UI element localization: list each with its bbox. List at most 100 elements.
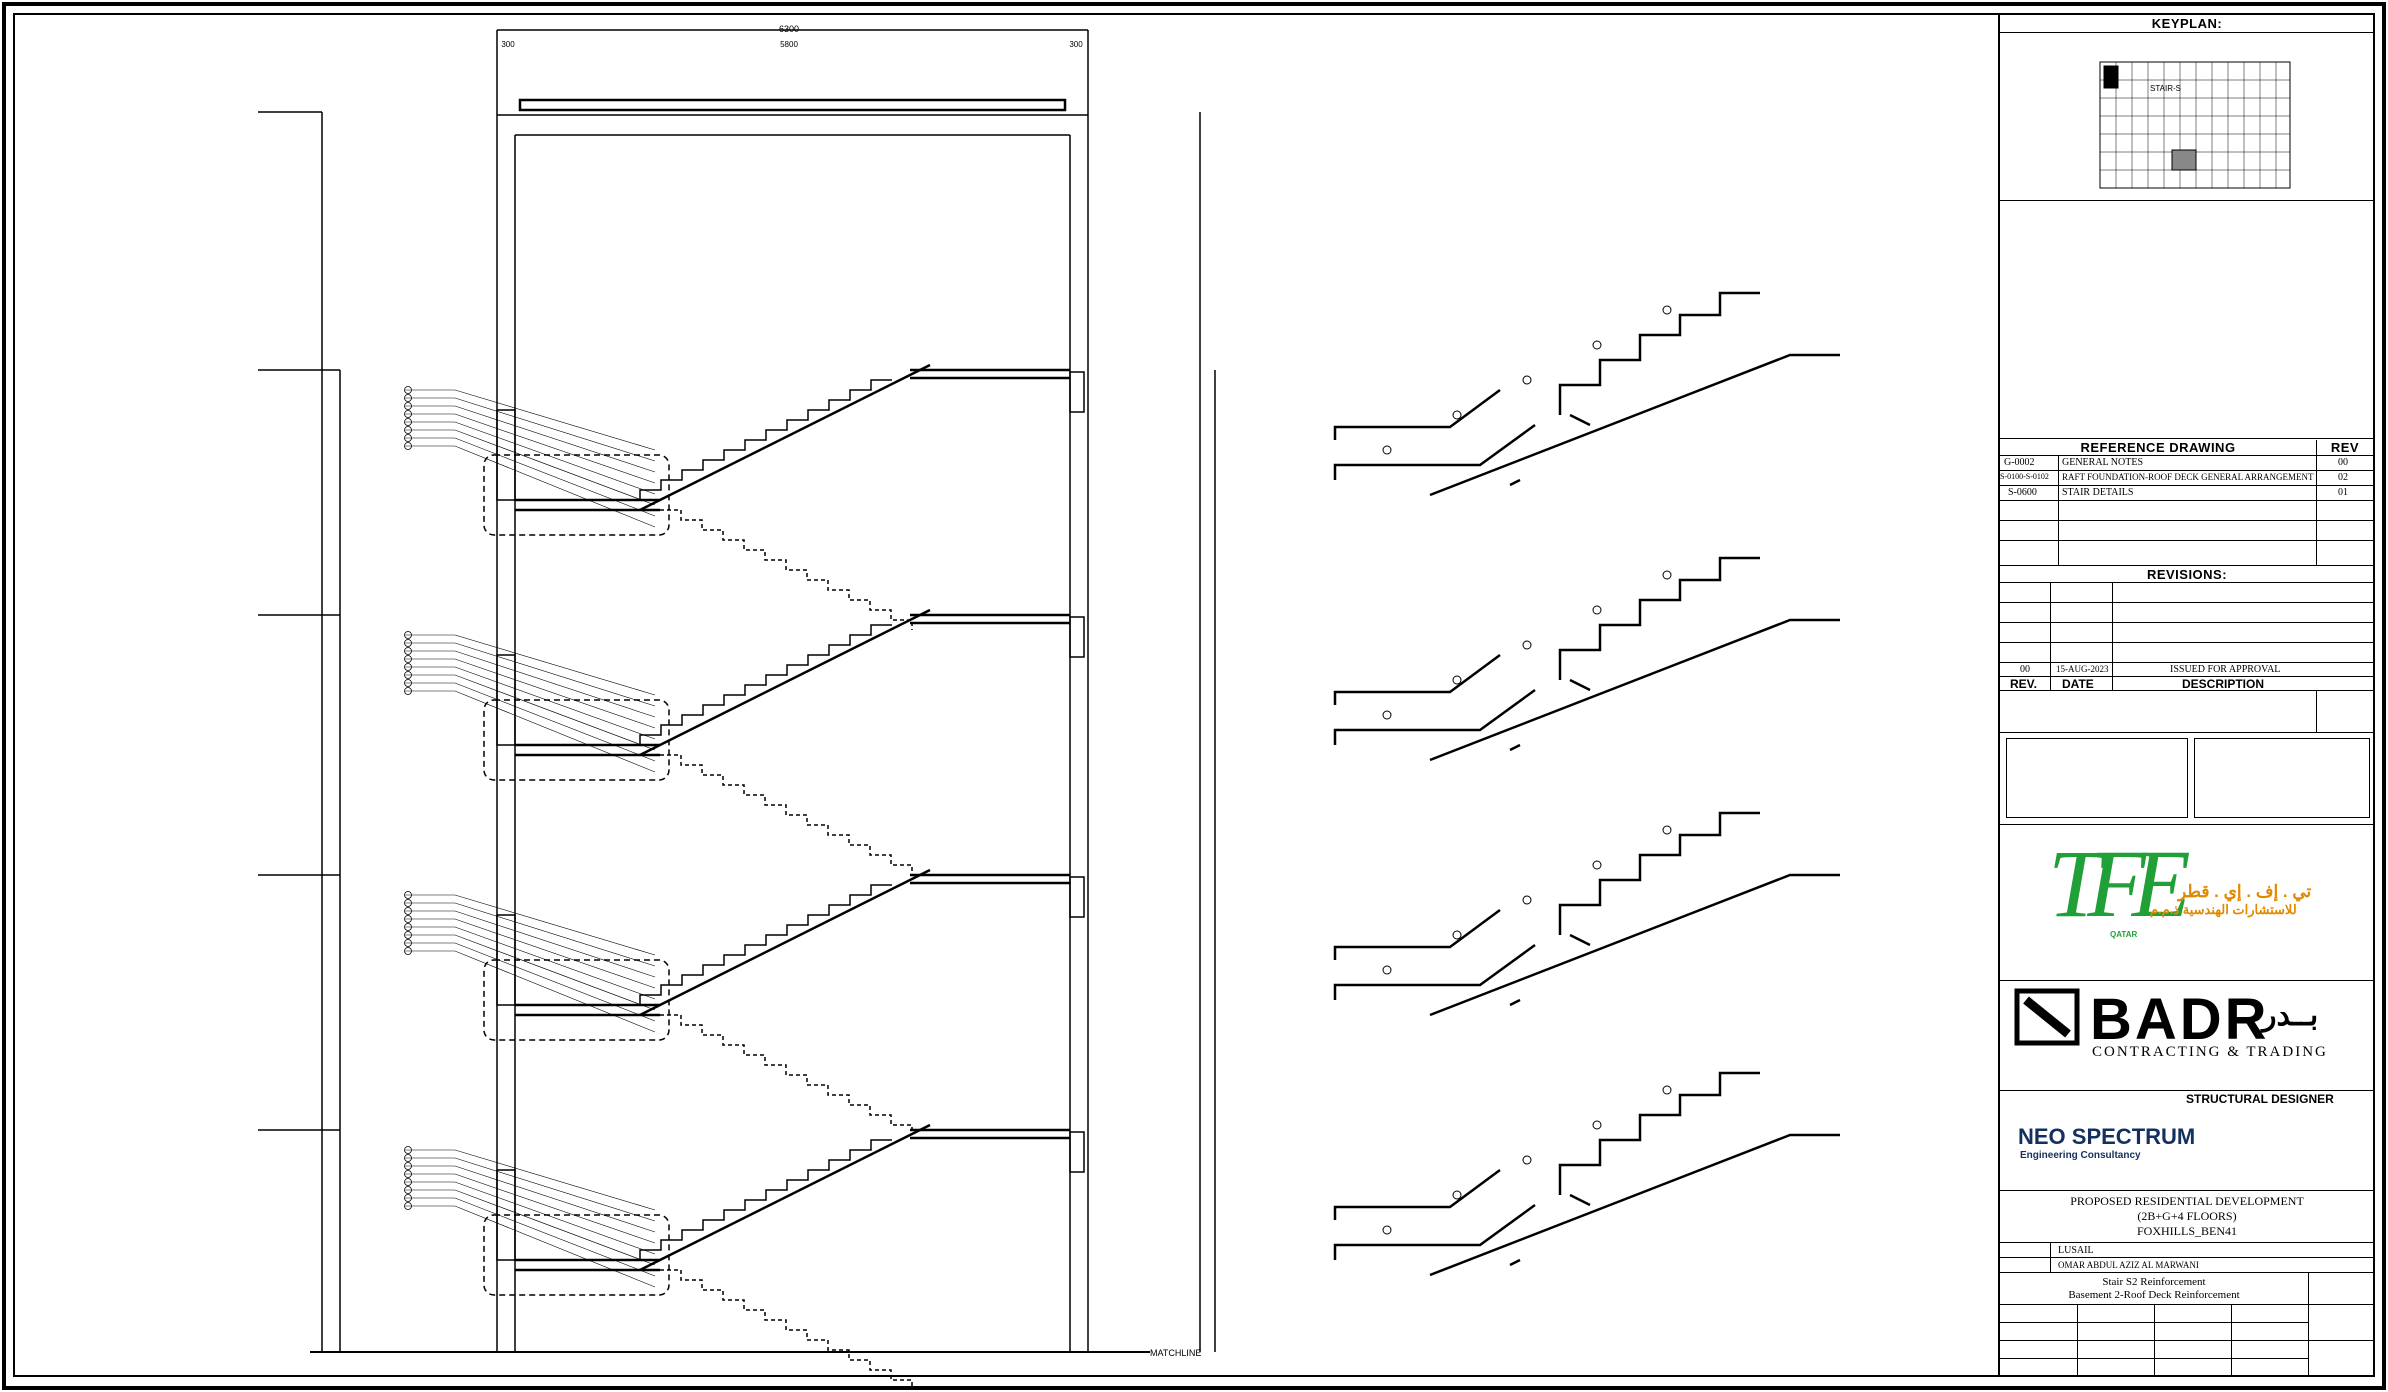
- bar-mark-circle: [1452, 1190, 1462, 1200]
- consultant-arabic-name: تي . إف . إي . قطر: [2178, 882, 2312, 901]
- bar-leader: [405, 682, 656, 762]
- tfe-logo-icon: TFE: [2048, 830, 2191, 937]
- bar-mark-circle: [404, 907, 412, 915]
- bar-mark-circle: [404, 386, 412, 394]
- bar-mark-circle: [1662, 570, 1672, 580]
- bar-mark-circle: [404, 631, 412, 639]
- bar-shape-hook: [1509, 1193, 1591, 1267]
- bar-bending-details: [1333, 291, 1840, 1277]
- badr-arabic-name: بــدر: [2262, 999, 2319, 1032]
- reference-row-1-rev: 00: [2338, 457, 2348, 468]
- stair-steps-upper: [639, 624, 892, 745]
- bar-shape-long: [1429, 873, 1840, 1017]
- structural-designer-title: STRUCTURAL DESIGNER: [2186, 1092, 2334, 1106]
- bar-shape-long: [1429, 618, 1840, 762]
- bar-leader: [405, 650, 656, 718]
- bar-shape-top: [1333, 653, 1501, 705]
- bar-mark-circle: [404, 663, 412, 671]
- bar-mark-circle: [1662, 1085, 1672, 1095]
- bar-leader: [405, 429, 656, 506]
- waist-slab: [639, 868, 931, 1017]
- keyplan-drawing: [2099, 61, 2291, 189]
- neo-spectrum-logo: NEO SPECTRUM: [2018, 1124, 2196, 1149]
- revisions-title: REVISIONS:: [2146, 567, 2228, 582]
- reference-rev-header: REV: [2330, 440, 2360, 455]
- detail-callout: [483, 454, 670, 536]
- bar-shape-nosing: [1558, 811, 1760, 935]
- bar-leader: [405, 1197, 656, 1277]
- bar-mark-circle: [1452, 410, 1462, 420]
- bar-leader: [405, 405, 656, 473]
- roof-slab: [497, 29, 1088, 136]
- bar-mark-circle: [1592, 340, 1602, 350]
- bar-shape-bottom: [1333, 1203, 1536, 1260]
- bar-leader: [405, 910, 656, 978]
- bar-mark-circle: [404, 1194, 412, 1202]
- bar-mark-circle: [404, 939, 412, 947]
- stair-flight-2: [404, 608, 1085, 875]
- bar-mark-circle: [404, 418, 412, 426]
- stair-steps-upper: [639, 884, 892, 1005]
- revisions-header-rev: REV.: [2010, 677, 2037, 691]
- badr-logo-icon: [2014, 988, 2080, 1046]
- consultant-name: QATAR: [2110, 930, 2138, 939]
- bar-leader: [405, 421, 656, 495]
- bar-mark-circle: [404, 931, 412, 939]
- bar-mark-circle: [404, 671, 412, 679]
- approval-stamp-box-2: [2194, 738, 2370, 818]
- bar-detail-group-4: [1333, 1071, 1840, 1277]
- revision-row-1-date: 15-AUG-2023: [2056, 664, 2109, 674]
- approval-stamp-box-1: [2006, 738, 2188, 818]
- bar-leader: [405, 1189, 656, 1266]
- bar-leader: [405, 445, 656, 528]
- bar-mark-circle: [1382, 710, 1392, 720]
- landing-slab: [515, 1003, 660, 1017]
- bar-leader: [405, 950, 656, 1033]
- bar-mark-circle: [1592, 1120, 1602, 1130]
- bar-mark-circle: [404, 1146, 412, 1154]
- bar-shape-top: [1333, 908, 1501, 960]
- bar-leader: [405, 634, 656, 696]
- matchline-label: MATCHLINE: [1150, 1348, 1201, 1358]
- bar-shape-top: [1333, 388, 1501, 440]
- bar-mark-circle: [1382, 1225, 1392, 1235]
- bar-mark-circle: [404, 947, 412, 955]
- bar-leader: [405, 389, 656, 451]
- bar-leader: [405, 926, 656, 1000]
- bar-mark-circle: [404, 1162, 412, 1170]
- revisions-header-date: DATE: [2062, 677, 2094, 691]
- landing-slab: [515, 743, 660, 757]
- bar-detail-group-1: [1333, 291, 1840, 497]
- bar-leader: [405, 942, 656, 1022]
- bar-mark-circle: [404, 899, 412, 907]
- bar-leader: [405, 918, 656, 989]
- bar-mark-circle: [404, 402, 412, 410]
- waist-slab: [639, 1123, 931, 1272]
- bar-shape-bottom: [1333, 688, 1536, 745]
- bar-leader: [405, 902, 656, 967]
- bar-mark-circle: [1522, 640, 1532, 650]
- stair-steps-upper: [639, 1139, 892, 1260]
- stair-steps-lower: [660, 1014, 913, 1135]
- title-block: KEYPLAN: STAIR-S REFERENCE DRAWING REV G…: [1998, 14, 2374, 1376]
- bar-mark-circle: [1592, 605, 1602, 615]
- floor-slab: [910, 1128, 1070, 1140]
- waist-slab: [639, 363, 931, 512]
- bar-mark-circle: [404, 639, 412, 647]
- reference-drawing-title: REFERENCE DRAWING: [2080, 440, 2236, 455]
- bar-mark-circle: [404, 891, 412, 899]
- wall-hatch-right: [1069, 876, 1085, 918]
- badr-subtitle: CONTRACTING & TRADING: [2092, 1044, 2328, 1060]
- bar-mark-circle: [404, 1170, 412, 1178]
- bar-mark-circle: [404, 1154, 412, 1162]
- stair-section-elevation: [258, 29, 1216, 1390]
- keyplan-stair-highlight: [2103, 65, 2119, 89]
- revisions-header-description: DESCRIPTION: [2182, 677, 2265, 691]
- bar-mark-circle: [404, 1178, 412, 1186]
- bar-mark-circle: [1452, 930, 1462, 940]
- floor-slab: [910, 873, 1070, 885]
- wall-hatch-right: [1069, 1131, 1085, 1173]
- stair-flight-4: [404, 1123, 1085, 1390]
- consultant-arabic-subtitle: للاستشارات الهندسية ذ.م.م: [2150, 902, 2297, 917]
- bar-mark-circle: [404, 410, 412, 418]
